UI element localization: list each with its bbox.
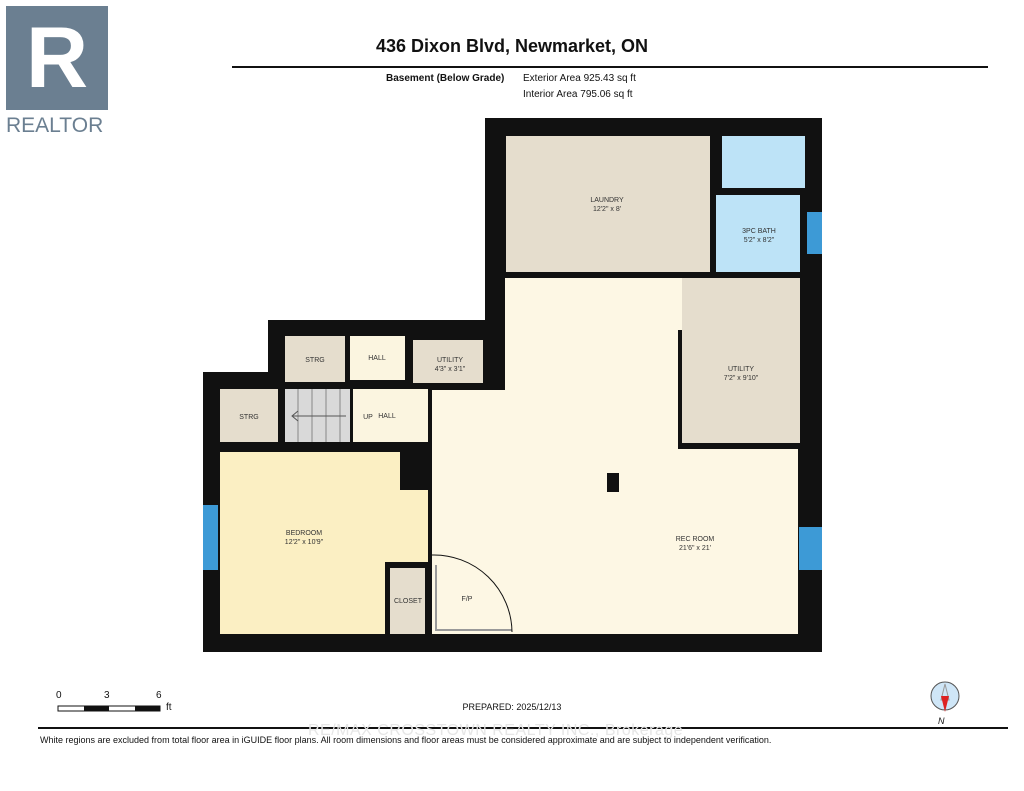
utility-small-dims: 4'3" x 3'1" — [435, 366, 466, 373]
utility-dims: 7'2" x 9'10" — [724, 375, 759, 382]
closet — [390, 568, 425, 634]
storage-upper-label: STRG — [305, 357, 324, 364]
utility-room-large — [682, 278, 800, 443]
bath-shower — [722, 136, 805, 188]
bedroom-dims: 12'2" x 10'9" — [285, 539, 324, 546]
level-label: Basement (Below Grade) — [386, 73, 505, 84]
storage-left — [220, 389, 278, 442]
bath-label: 3PC BATH — [742, 228, 776, 235]
hall-lower-label: HALL — [378, 413, 396, 420]
fireplace-label: F/P — [462, 596, 473, 603]
stairs-up-label: UP — [363, 414, 373, 421]
laundry-dims: 12'2" x 8' — [593, 206, 621, 213]
column — [607, 473, 619, 492]
realtor-logo: R REALTOR — [6, 6, 108, 137]
rec-room-label: REC ROOM — [676, 536, 715, 543]
title-divider — [232, 66, 988, 68]
window — [807, 212, 822, 254]
stair-arrow-head — [291, 410, 299, 422]
utility-label: UTILITY — [728, 366, 754, 373]
bath-room — [716, 195, 800, 272]
rec-room — [432, 278, 798, 634]
utility-small-label: UTILITY — [437, 357, 463, 364]
realtor-logo-text: REALTOR — [6, 114, 104, 137]
scale-tick-0: 0 — [56, 690, 62, 701]
interior-area: Interior Area 795.06 sq ft — [523, 89, 633, 100]
prepared-date: PREPARED: 2025/12/13 — [462, 702, 562, 712]
footer-divider — [38, 727, 1008, 729]
bedroom-label: BEDROOM — [286, 530, 322, 537]
page-title: 436 Dixon Blvd, Newmarket, ON — [375, 36, 649, 56]
disclaimer: White regions are excluded from total fl… — [40, 735, 772, 745]
hall-upper-label: HALL — [368, 355, 386, 362]
realtor-logo-mark: R — [6, 6, 108, 110]
exterior-area: Exterior Area 925.43 sq ft — [523, 73, 636, 84]
window — [799, 527, 822, 570]
laundry-label: LAUNDRY — [590, 197, 624, 204]
scale-unit: ft — [166, 702, 172, 713]
rec-room-dims: 21'6" x 21' — [679, 545, 711, 552]
bedroom — [220, 452, 428, 634]
door-swing — [431, 554, 513, 633]
compass-north-label: N — [938, 716, 945, 726]
hall-upper — [350, 336, 405, 380]
watermark: RE/MAX CROSSTOWN REALTY INC., Brokerage — [308, 722, 684, 739]
fireplace-outline — [435, 565, 512, 631]
window — [203, 505, 218, 570]
scale-tick-3: 3 — [104, 690, 110, 701]
storage-upper — [285, 336, 345, 382]
hall-lower — [353, 389, 428, 442]
laundry-room — [506, 136, 710, 272]
closet-label: CLOSET — [394, 598, 423, 605]
scale-bar — [57, 705, 161, 712]
compass-icon — [930, 681, 960, 712]
scale-tick-6: 6 — [156, 690, 162, 701]
utility-room-small — [413, 340, 483, 383]
storage-left-label: STRG — [239, 414, 258, 421]
bath-dims: 5'2" x 8'2" — [744, 237, 775, 244]
